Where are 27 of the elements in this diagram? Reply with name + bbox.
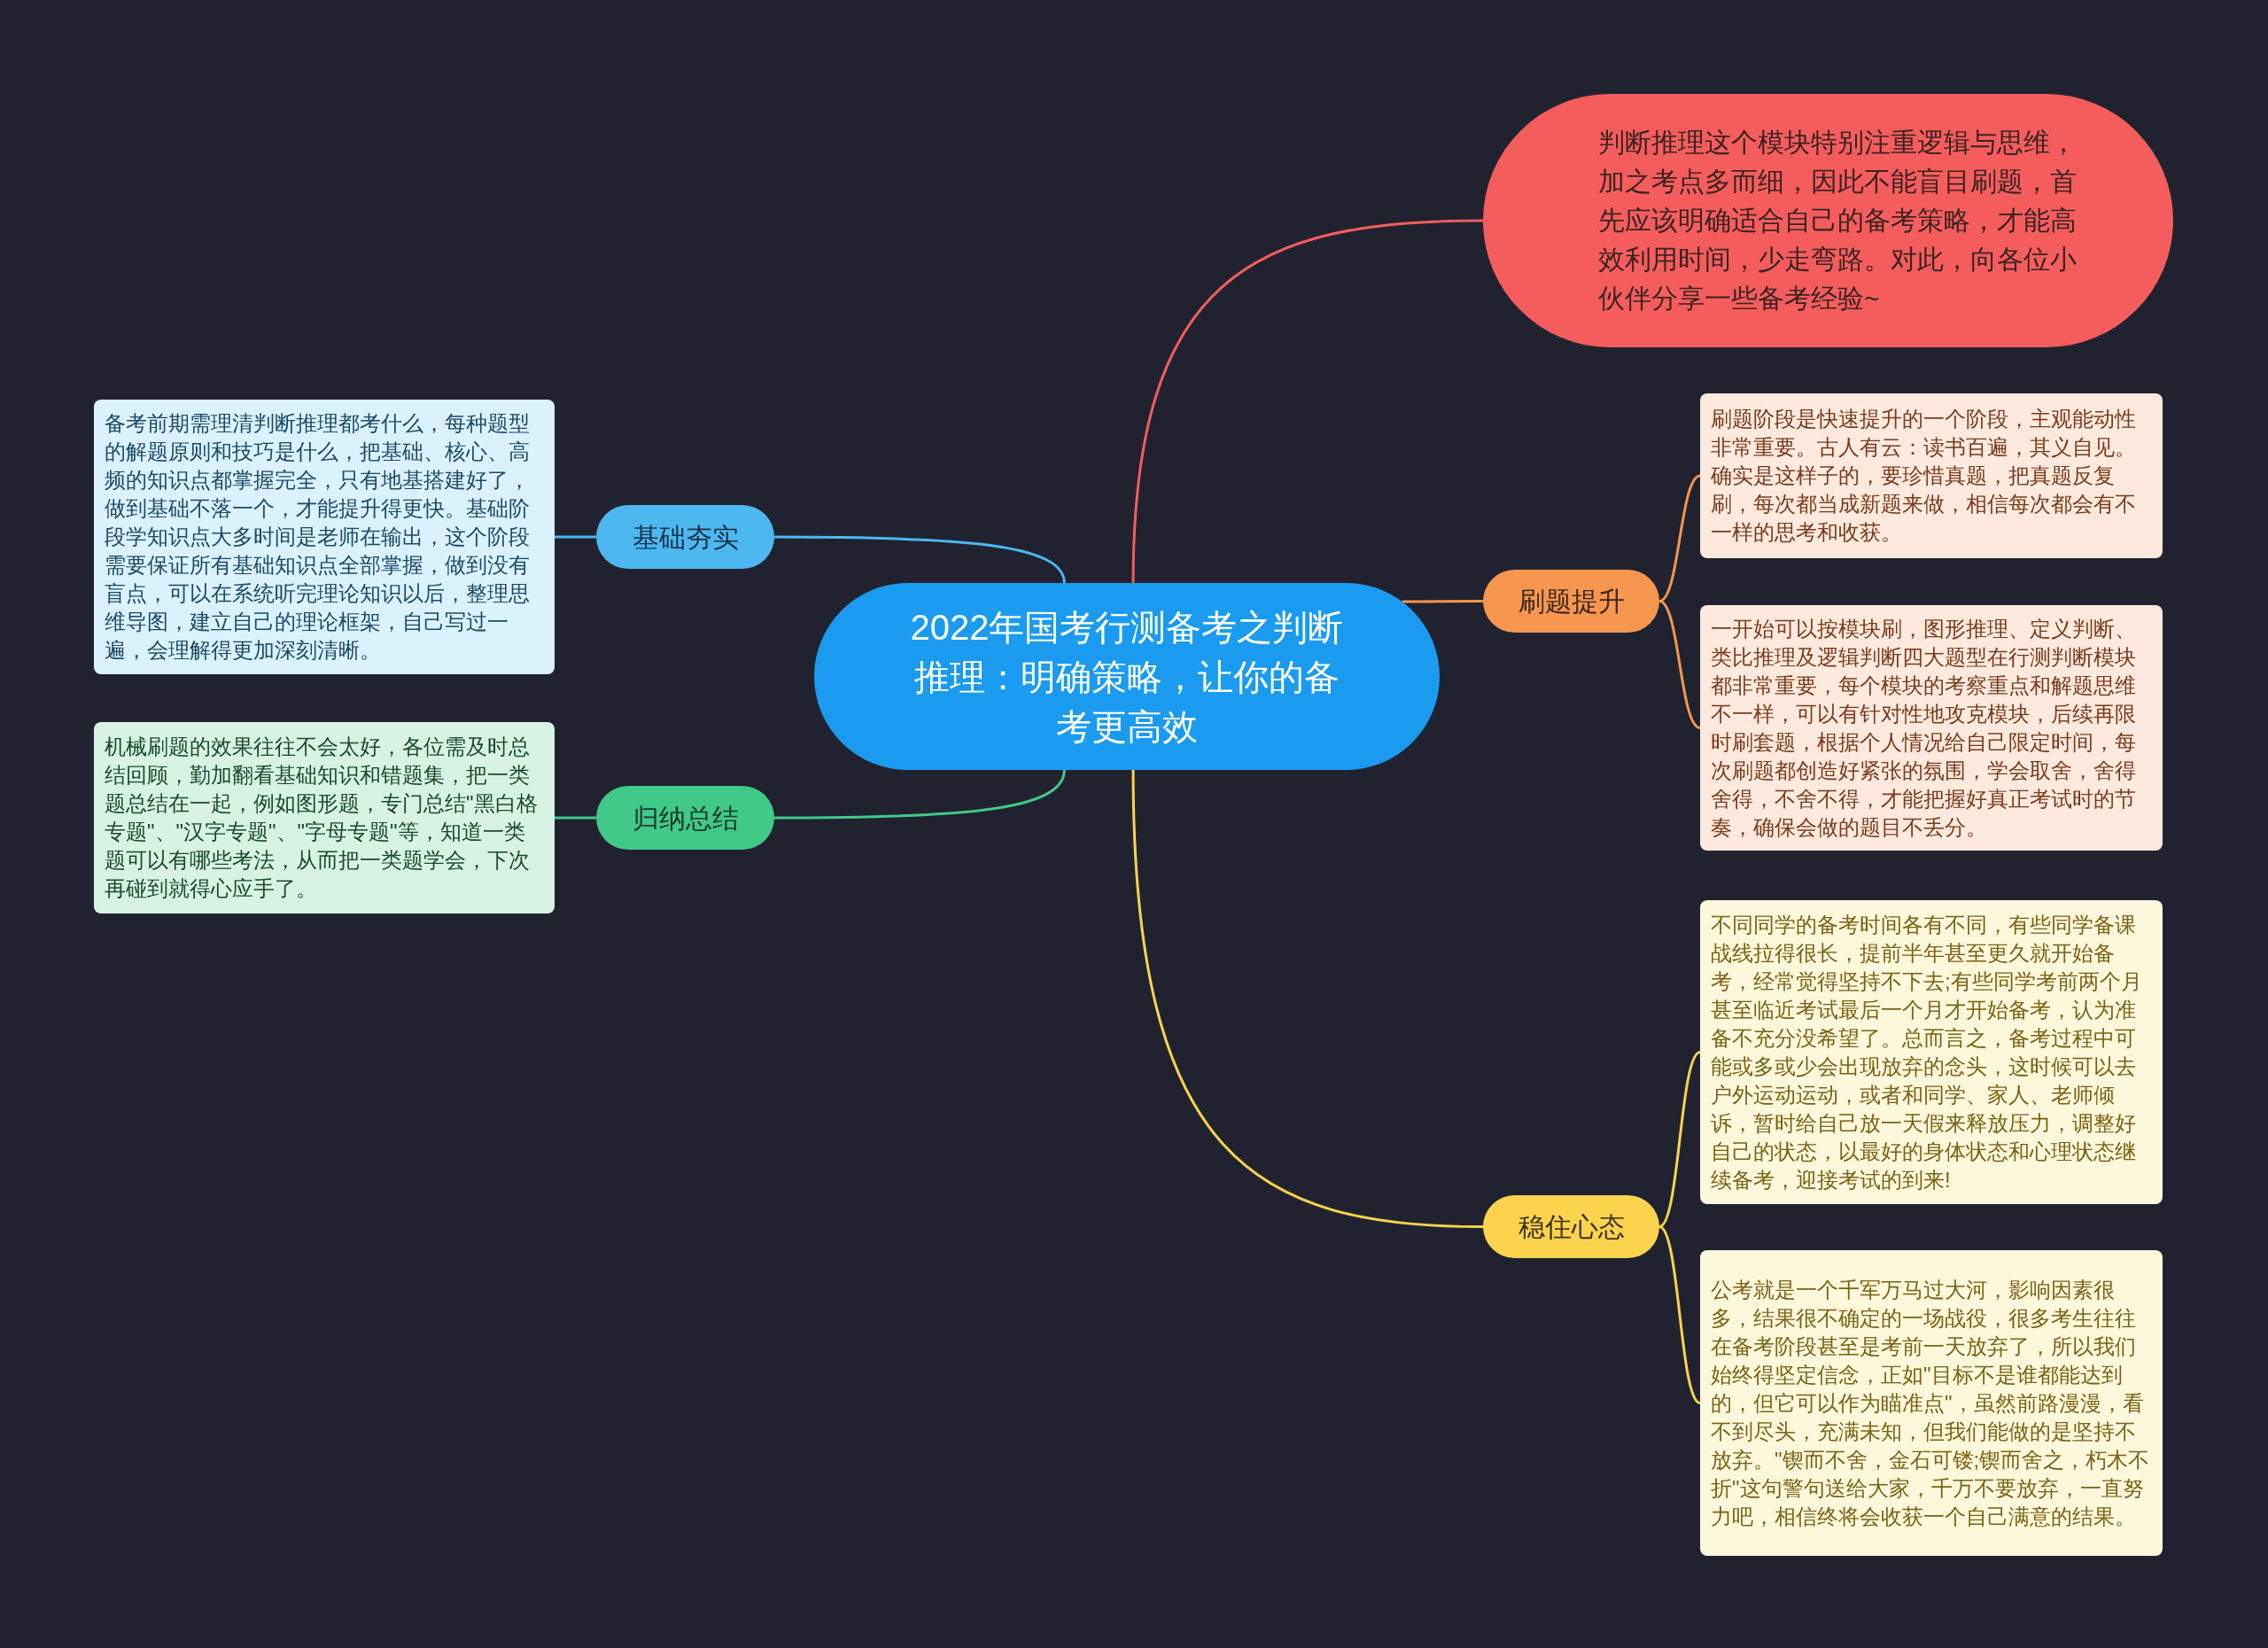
connector-curve xyxy=(1402,600,1483,603)
note-text: 备考前期需理清判断推理都考什么，每种题型的解题原则和技巧是什么，把基础、核心、高频的知识点都掌握完全，只有地基搭建好了，做到基础不落一个，才能提升得更快。基础阶段学知识点大多时间是老师在输出，这个阶段需要保证所有基础知识点全部掌握，做到没有盲点，可以在系统听完理论知识以后，整理思维导图，建立自己的理论框架，自己写过一遍，会理解得更加深刻清晰。 xyxy=(105,410,531,664)
note-card xyxy=(1700,393,2163,558)
intro-text: 判断推理这个模块特别注重逻辑与思维，加之考点多而细，因此不能盲目刷题，首先应该明确适合自己的备考策略，才能高效利用时间，少走弯路。对此，向各位小伙伴分享一些备考经验~ xyxy=(1598,127,2078,315)
note-text: 不同同学的备考时间各有不同，有些同学备课战线拉得很长，提前半年甚至更久就开始备考，经常觉得坚持不下去;有些同学考前两个月甚至临近考试最后一个月才开始备考，认为准备不充分没希望了。总而言之，备考过程中可能或多或少会出现放弃的念头，这时候可以去户外运动运动，或者和同学、家人、老师倾诉，暂时给自己放一天假来释放压力，调整好自己的状态，以最好的身体状态和心理状态继续备考，迎接考试的到来! xyxy=(1711,911,2143,1193)
connector-curve xyxy=(1658,1225,1701,1404)
note-text: 刷题阶段是快速提升的一个阶段，主观能动性非常重要。古人有云：读书百遍，其义自见。确实是这样子的，要珍惜真题，把真题反复刷，每次都当成新题来做，相信每次都会有不一样的思考和收获。 xyxy=(1711,406,2137,546)
connector-curve xyxy=(1131,219,1484,584)
topic-title: 2022年国考行测备考之判断推理：明确策略，让你的备考更高效 xyxy=(909,606,1345,748)
connector-curve xyxy=(1658,1051,1701,1228)
connector-curve xyxy=(555,816,596,820)
connector-curve xyxy=(555,535,596,539)
connector-curve xyxy=(1658,600,1701,729)
branch-label: 稳住心态 xyxy=(1518,1211,1625,1243)
connector-curve xyxy=(774,535,1066,584)
connector-curve xyxy=(774,769,1066,820)
note-card xyxy=(1700,605,2163,851)
note-card xyxy=(94,722,555,913)
connector-curve xyxy=(1131,769,1484,1228)
branch-label: 基础夯实 xyxy=(632,521,739,554)
branch-label: 刷题提升 xyxy=(1518,586,1625,618)
note-card xyxy=(1700,1250,2163,1556)
note-text: 机械刷题的效果往往不会太好，各位需及时总结回顾，勤加翻看基础知识和错题集，把一类题总结在一起，例如图形题，专门总结"黑白格专题"、"汉字专题"、"字母专题"等，知道一类题可以有哪些考法，从而把一类题学会，下次再碰到就得心应手了。 xyxy=(105,734,539,902)
note-text: 公考就是一个千军万马过大河，影响因素很多，结果很不确定的一场战役，很多考生往往在备考阶段甚至是考前一天放弃了，所以我们始终得坚定信念，正如"目标不是谁都能达到的，但它可以作为瞄准点"，虽然前路漫漫，看不到尽头，充满未知，但我们能做的是坚持不放弃。"锲而不舍，金石可镂;锲而舍之，朽木不折"这句警句送给大家，千万不要放弃，一直努力吧，相信终将会收获一个自己满意的结果。 xyxy=(1711,1276,2151,1530)
connector-curve xyxy=(1658,474,1701,602)
note-text: 一开始可以按模块刷，图形推理、定义判断、类比推理及逻辑判断四大题型在行测判断模块都非常重要，每个模块的考察重点和解题思维不一样，可以有针对性地攻克模块，后续再限时刷套题，根据个人情况给自己限定时间，每次刷题都创造好紧张的氛围，学会取舍，舍得舍得，不舍不得，才能把握好真正考试时的节奏，确保会做的题目不丢分。 xyxy=(1711,615,2137,841)
branch-label: 归纳总结 xyxy=(632,802,739,835)
